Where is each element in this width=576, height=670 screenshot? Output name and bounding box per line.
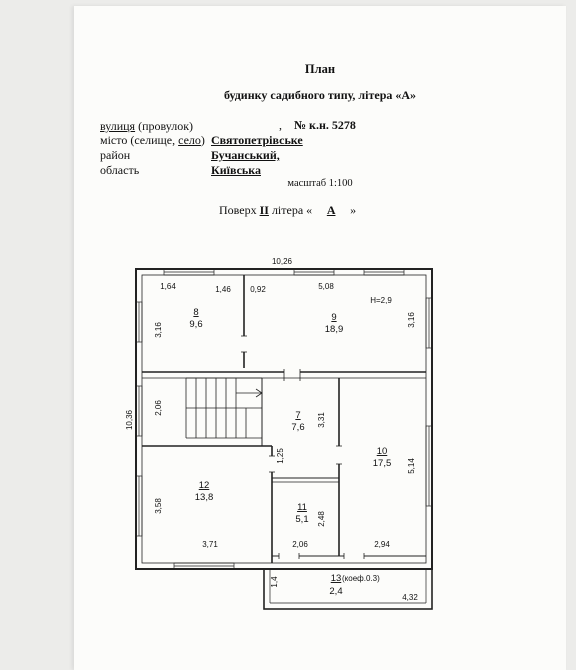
dim-bottom-2: 2,06: [292, 540, 308, 549]
outer-wall: [135, 268, 433, 570]
ceiling-height: H=2,9: [370, 296, 392, 305]
dim-room7-height: 3,31: [317, 412, 326, 428]
dim-top-3: 0,92: [250, 285, 266, 294]
cadastral-number: № к.н. 5278: [294, 118, 356, 132]
dim-total-width: 10,26: [272, 257, 293, 266]
room-11: 11 5,1: [295, 502, 308, 525]
street-comma: ,: [279, 118, 282, 132]
svg-text:11: 11: [297, 502, 307, 513]
room-8: 8 9,6: [189, 307, 202, 330]
dim-room12-height: 3,58: [154, 498, 163, 514]
svg-text:7,6: 7,6: [291, 422, 304, 433]
district-label: район: [100, 148, 131, 162]
svg-text:(коеф.0.3): (коеф.0.3): [342, 574, 380, 583]
svg-text:2,4: 2,4: [329, 586, 342, 597]
dim-balcony-depth: 1,4: [270, 576, 279, 588]
svg-text:10: 10: [377, 446, 388, 457]
svg-text:13,8: 13,8: [195, 492, 214, 503]
dim-corridor: 1,25: [276, 448, 285, 464]
balcony: [263, 568, 433, 610]
dim-room9-height: 3,16: [407, 312, 416, 328]
dim-bottom-1: 3,71: [202, 540, 218, 549]
dim-bottom-3: 2,94: [374, 540, 390, 549]
room-10: 10 17,5: [373, 446, 392, 469]
outer-wall-inner: [141, 274, 427, 564]
svg-text:8: 8: [193, 307, 198, 318]
street-label: вулиця (провулок): [100, 119, 194, 133]
city-label: місто (селище, село): [100, 133, 205, 147]
room-12: 12 13,8: [195, 480, 214, 503]
dim-stair-height: 2,06: [154, 400, 163, 416]
svg-text:5,1: 5,1: [295, 514, 308, 525]
svg-text:17,5: 17,5: [373, 458, 392, 469]
room-13: 13 (коеф.0.3) 2,4: [329, 573, 380, 597]
scale-label: масштаб 1:100: [287, 178, 353, 189]
windows: [135, 268, 433, 570]
room-7: 7 7,6: [291, 410, 304, 433]
dim-top-4: 5,08: [318, 282, 334, 291]
floor-label: Поверх II літера «А»: [219, 203, 357, 217]
svg-text:9: 9: [331, 312, 336, 323]
city-value: Святопетрівське: [211, 133, 303, 147]
room-9: 9 18,9: [325, 312, 344, 335]
svg-text:13: 13: [331, 573, 342, 584]
floor-plan: 10,26 10,36 1,64 1,46 0,92 5,08 H=2,9 3,…: [125, 257, 433, 610]
dim-top-2: 1,46: [215, 285, 231, 294]
svg-text:9,6: 9,6: [189, 319, 202, 330]
dim-top-1: 1,64: [160, 282, 176, 291]
document-page: План будинку садибного типу, літера «А» …: [74, 6, 566, 670]
district-value: Бучанський,: [211, 148, 280, 162]
document-title: План: [304, 62, 336, 76]
staircase: [185, 377, 263, 439]
document-subtitle: будинку садибного типу, літера «А»: [223, 88, 417, 102]
region-value: Київська: [211, 163, 261, 177]
svg-text:7: 7: [295, 410, 300, 421]
dim-room11-height: 2,48: [317, 511, 326, 527]
dim-room10-height: 5,14: [407, 458, 416, 474]
dim-room8-height: 3,16: [154, 322, 163, 338]
dim-balcony-width: 4,32: [402, 593, 418, 602]
svg-text:18,9: 18,9: [325, 324, 344, 335]
doors: [241, 335, 365, 559]
dim-total-height: 10,36: [125, 409, 134, 430]
region-label: область: [100, 163, 140, 177]
svg-text:12: 12: [199, 480, 210, 491]
